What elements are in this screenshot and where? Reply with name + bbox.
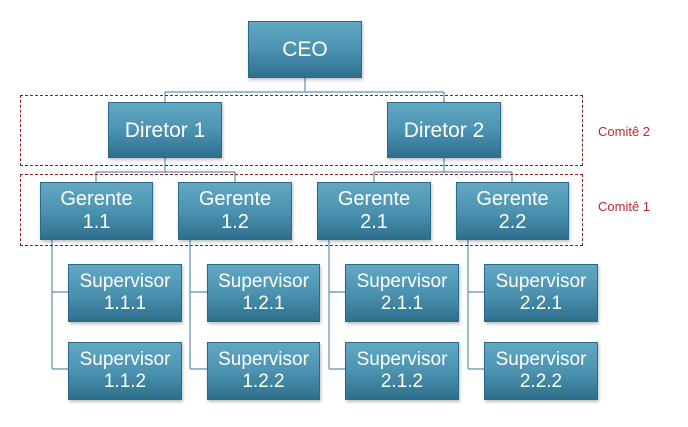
connector-manager21-supervisors: [328, 240, 345, 370]
director-2-box: Diretor 2: [387, 102, 501, 158]
committee-2-region: [20, 95, 583, 166]
supervisor-2-1-2-box: Supervisor 2.1.2: [345, 342, 459, 400]
supervisor-1-2-1-box: Supervisor 1.2.1: [207, 264, 320, 322]
connector-manager12-supervisors: [189, 240, 207, 370]
manager-2-2-box: Gerente 2.2: [456, 182, 569, 240]
ceo-box: CEO: [248, 21, 362, 78]
manager-1-1-box: Gerente 1.1: [40, 182, 153, 240]
supervisor-1-1-1-box: Supervisor 1.1.1: [68, 264, 182, 322]
supervisor-2-2-2-box: Supervisor 2.2.2: [484, 342, 598, 400]
committee-2-label: Comitê 2: [598, 124, 651, 139]
connector-manager22-supervisors: [467, 240, 484, 370]
director-1-box: Diretor 1: [108, 102, 222, 158]
connector-ceo-directors: [164, 78, 445, 112]
committee-1-region: [20, 174, 583, 246]
supervisor-2-1-1-box: Supervisor 2.1.1: [345, 264, 459, 322]
supervisor-2-2-1-box: Supervisor 2.2.1: [484, 264, 598, 322]
supervisor-1-1-2-box: Supervisor 1.1.2: [68, 342, 182, 400]
committee-1-label: Comitê 1: [598, 199, 651, 214]
manager-2-1-box: Gerente 2.1: [317, 182, 431, 240]
supervisor-1-2-2-box: Supervisor 1.2.2: [207, 342, 320, 400]
connector-manager11-supervisors: [51, 240, 68, 370]
manager-1-2-box: Gerente 1.2: [178, 182, 292, 240]
